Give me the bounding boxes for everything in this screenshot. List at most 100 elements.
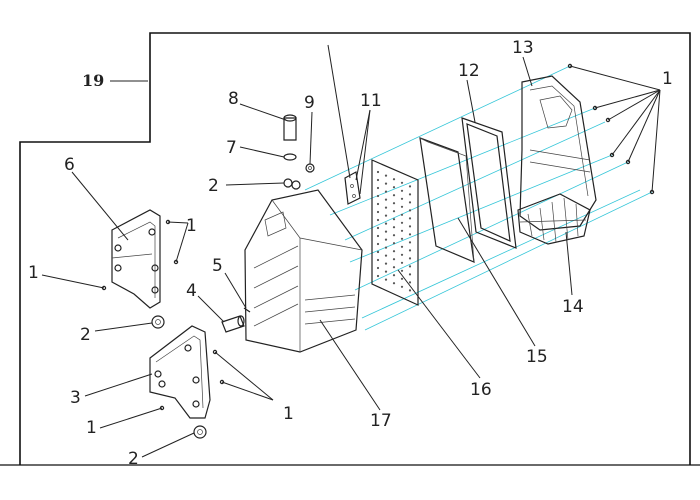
- perforation-hole: [392, 186, 396, 189]
- perforation-hole: [376, 210, 380, 214]
- perforation-hole: [392, 266, 396, 269]
- callout-2-upper: 2: [80, 325, 91, 345]
- part-1-screws: [101, 63, 655, 411]
- perforation-hole: [376, 226, 380, 230]
- perforation-hole: [408, 201, 412, 204]
- callout-5: 5: [212, 256, 223, 276]
- callout-6: 6: [64, 155, 75, 175]
- callout-13: 13: [512, 38, 534, 58]
- part-9-grommet: [305, 163, 315, 173]
- part-16-perforated-plate: [371, 159, 419, 306]
- perforation-hole: [400, 181, 404, 184]
- perforation-hole: [408, 249, 412, 252]
- perforation-hole: [392, 234, 396, 237]
- perforation-hole: [400, 213, 404, 216]
- perforation-hole: [376, 258, 380, 262]
- perforation-hole: [376, 178, 380, 182]
- perforation-hole: [408, 289, 412, 292]
- leader-lines: [41, 44, 661, 458]
- perforation-hole: [384, 198, 388, 201]
- part-12-gasket: [461, 117, 517, 249]
- perforation-hole: [392, 258, 396, 261]
- callout-12: 12: [458, 61, 480, 81]
- projection-lines: [304, 65, 653, 331]
- callout-19: 19: [82, 71, 104, 90]
- callout-2-top: 2: [208, 176, 219, 196]
- part-8-tube: [283, 114, 297, 141]
- callout-1-lower-right: 1: [283, 404, 294, 424]
- perforation-hole: [400, 189, 404, 192]
- perforation-hole: [400, 261, 404, 264]
- callout-11: 11: [360, 91, 382, 111]
- callout-1-lower-left: 1: [86, 418, 97, 438]
- perforation-hole: [400, 237, 404, 240]
- perforation-hole: [384, 206, 388, 209]
- perforation-hole: [392, 194, 396, 197]
- perforation-hole: [392, 218, 396, 221]
- perforation-hole: [392, 226, 396, 229]
- perforation-hole: [376, 218, 380, 222]
- callout-14: 14: [562, 297, 584, 317]
- callout-3: 3: [70, 388, 81, 408]
- perforation-hole: [376, 266, 380, 270]
- perforation-hole: [384, 174, 388, 177]
- perforation-hole: [384, 270, 388, 273]
- perforation-hole: [384, 278, 388, 281]
- perforation-hole: [408, 281, 412, 284]
- perforation-hole: [408, 257, 412, 260]
- perforation-hole: [384, 262, 388, 265]
- perforation-hole: [400, 229, 404, 232]
- part-2-nuts: [151, 178, 301, 439]
- perforation-hole: [384, 190, 388, 193]
- callout-8: 8: [228, 89, 239, 109]
- callout-16: 16: [470, 380, 492, 400]
- callout-9: 9: [304, 93, 315, 113]
- callout-labels: 19 6 1 1 2 3 1 2 1 4 5 2 7 8 9 11 12 13 …: [28, 38, 673, 469]
- perforation-hole: [408, 233, 412, 236]
- part-6-upper-bracket: [111, 209, 161, 309]
- perforation-hole: [392, 274, 396, 277]
- part-17-housing: [244, 189, 363, 353]
- perforation-hole: [376, 274, 380, 278]
- callout-2-lower: 2: [128, 449, 139, 469]
- callout-1-left: 1: [28, 263, 39, 283]
- perforation-hole: [408, 185, 412, 188]
- part-3-lower-bracket: [149, 325, 211, 419]
- callout-1-right: 1: [662, 69, 673, 89]
- perforation-hole: [384, 246, 388, 249]
- perforation-hole: [384, 230, 388, 233]
- callout-15: 15: [526, 347, 548, 367]
- perforation-hole: [384, 214, 388, 217]
- perforation-hole: [408, 209, 412, 212]
- perforation-hole: [400, 205, 404, 208]
- perforation-hole: [408, 265, 412, 268]
- perforation-hole: [408, 217, 412, 220]
- perforation-hole: [376, 170, 380, 174]
- perforation-hole: [400, 285, 404, 288]
- perforation-hole: [392, 242, 396, 245]
- perforation-hole: [376, 186, 380, 190]
- perforation-hole: [400, 253, 404, 256]
- perforation-hole: [408, 193, 412, 196]
- callout-17: 17: [370, 411, 392, 431]
- perforation-hole: [408, 225, 412, 228]
- callout-1-bracket-upper: 1: [186, 216, 197, 236]
- part-4-spacer: [221, 315, 245, 333]
- part-14-cover-grille: [517, 193, 591, 245]
- perforation-hole: [376, 234, 380, 238]
- perforation-hole: [408, 273, 412, 276]
- part-7-clip: [283, 153, 297, 161]
- part-15-filter: [419, 137, 475, 263]
- perforation-hole: [376, 242, 380, 246]
- diagram-frame: [19, 32, 691, 465]
- perforation-hole: [400, 269, 404, 272]
- perforation-hole: [400, 277, 404, 280]
- perforation-hole: [392, 250, 396, 253]
- perforation-hole: [400, 245, 404, 248]
- perforation-hole: [384, 182, 388, 185]
- perforation-hole: [392, 210, 396, 213]
- callout-7: 7: [226, 138, 237, 158]
- callout-4: 4: [186, 281, 197, 301]
- perforation-hole: [408, 241, 412, 244]
